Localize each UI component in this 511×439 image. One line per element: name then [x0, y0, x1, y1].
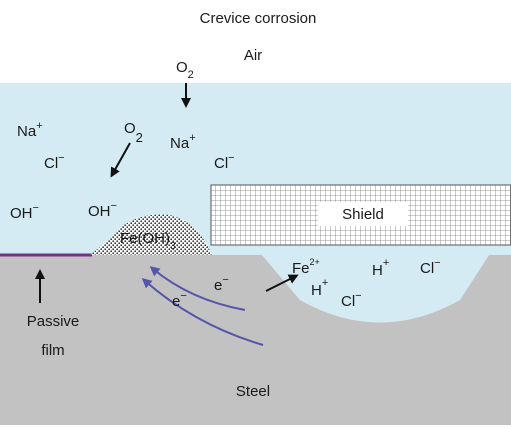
na-ion-right: Na+ — [170, 132, 196, 152]
e-right-text: e — [214, 277, 222, 294]
fe-oh3-text: Fe(OH) — [120, 230, 170, 247]
fe-oh3-label: Fe(OH)3 — [120, 230, 176, 252]
na-right-text: Na — [170, 135, 190, 152]
h-high-sup: + — [383, 257, 389, 269]
o2-top-text: O — [176, 59, 188, 76]
cl-ion-right: Cl− — [214, 152, 235, 172]
oh-mid-text: OH — [88, 203, 111, 220]
oh-ion-mid: OH− — [88, 200, 117, 220]
e-left-sup: − — [180, 290, 186, 302]
cl-crevice-text: Cl — [341, 293, 355, 310]
electron-arrow-outer — [141, 278, 264, 346]
na-left-sup: + — [36, 120, 42, 132]
shield-label: Shield — [342, 206, 384, 223]
fe2-text: Fe — [292, 260, 310, 277]
cl-right-sup: − — [228, 152, 234, 164]
o2-top-subscript: 2 — [188, 69, 194, 81]
fe-oh3-deposit — [90, 214, 212, 255]
cl-left-sup: − — [58, 152, 64, 164]
cl-right-text: Cl — [214, 155, 228, 172]
fe2-sup: 2+ — [310, 257, 320, 267]
steel-substrate — [0, 255, 511, 425]
na-ion-left: Na+ — [17, 120, 43, 140]
cl-left-text: Cl — [44, 155, 58, 172]
o2-diffusion-arrow — [110, 142, 131, 178]
oh-mid-sup: − — [111, 200, 117, 212]
steel-label: Steel — [236, 383, 270, 400]
cl-ion-crevice-right: Cl− — [420, 257, 441, 277]
cl-ion-crevice: Cl− — [341, 290, 362, 310]
o2-mid-text: O — [124, 120, 136, 137]
h-ion-high: H+ — [372, 257, 389, 279]
electron-arrow-inner — [149, 266, 246, 311]
na-left-text: Na — [17, 123, 37, 140]
o2-mid-label: O2 — [124, 120, 143, 145]
fe2-ion: Fe2+ — [292, 257, 320, 277]
air-label: Air — [244, 47, 262, 64]
fe2-out-arrow — [265, 274, 299, 292]
diagram-title: Crevice corrosion — [200, 10, 317, 27]
passive-film-label-line1: Passive — [27, 313, 80, 330]
oh-ion-left: OH− — [10, 202, 39, 222]
h-low-text: H — [311, 282, 322, 299]
o2-mid-subscript: 2 — [136, 130, 143, 145]
cl-crevice-right-text: Cl — [420, 260, 434, 277]
na-right-sup: + — [189, 132, 195, 144]
oh-left-text: OH — [10, 205, 33, 222]
oh-left-sup: − — [33, 202, 39, 214]
cl-crevice-sup: − — [355, 290, 361, 302]
e-right-sup: − — [222, 274, 228, 286]
o2-top-label: O2 — [176, 59, 194, 81]
h-ion-low: H+ — [311, 277, 328, 299]
cl-crevice-right-sup: − — [434, 257, 440, 269]
electron-label-right: e− — [214, 274, 229, 294]
e-left-text: e — [172, 293, 180, 310]
passive-film-label-line2: film — [41, 342, 64, 359]
cl-ion-left: Cl− — [44, 152, 65, 172]
h-low-sup: + — [322, 277, 328, 289]
electron-label-left: e− — [172, 290, 187, 310]
crevice-pit-water — [211, 248, 511, 323]
shield-label-bg — [318, 202, 408, 226]
fe-oh3-subscript: 3 — [170, 241, 176, 252]
h-high-text: H — [372, 262, 383, 279]
